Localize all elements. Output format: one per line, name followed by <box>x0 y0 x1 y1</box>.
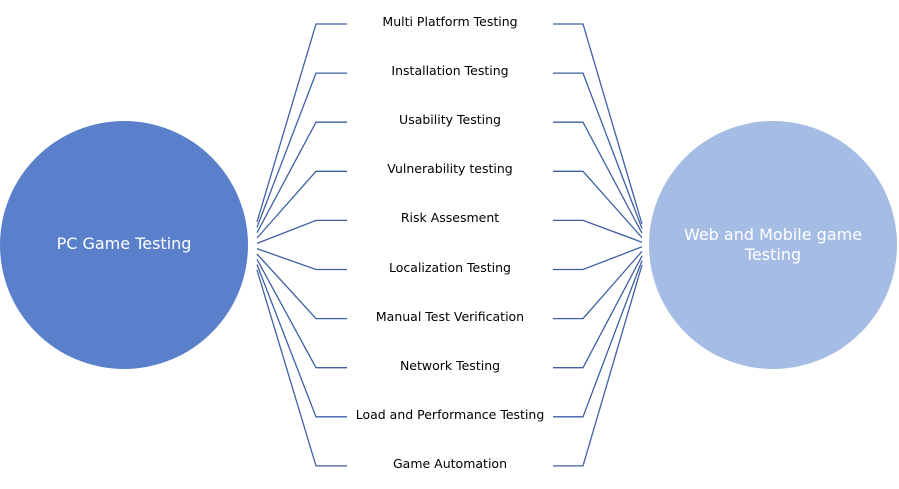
right-connector-line <box>553 219 643 243</box>
right-connector-line <box>553 255 643 369</box>
item-vulnerability-testing: Vulnerability testing <box>387 161 513 177</box>
right-connector-line <box>553 72 643 229</box>
right-connector-line <box>553 264 643 467</box>
item-load-and-performance-testing: Load and Performance Testing <box>355 406 545 422</box>
left-connector-line <box>256 23 347 223</box>
left-connector-line <box>256 248 347 271</box>
web-mobile-label-line-1: Web and Mobile game <box>683 225 863 244</box>
right-connector-line <box>553 121 643 234</box>
item-localization-testing: Localization Testing <box>389 259 511 275</box>
left-connector-line <box>256 269 347 467</box>
web-mobile-game-testing-label: Web and Mobile game Testing <box>650 225 896 265</box>
item-installation-testing: Installation Testing <box>391 63 509 79</box>
right-connector-line <box>553 250 643 320</box>
right-connector-line <box>553 23 643 225</box>
item-risk-assesment: Risk Assesment <box>400 210 500 226</box>
web-mobile-game-testing-node <box>649 121 897 369</box>
left-connector-line <box>256 219 347 244</box>
left-connector-line <box>256 72 347 228</box>
item-network-testing: Network Testing <box>399 357 501 373</box>
web-mobile-label-line-2: Testing <box>744 245 802 264</box>
left-connector-line <box>256 121 347 233</box>
item-manual-test-verification: Manual Test Verification <box>375 308 525 324</box>
right-connector-line <box>553 170 643 239</box>
left-connector-line <box>256 170 347 239</box>
right-connector-line <box>553 246 643 271</box>
pc-game-testing-label: PC Game Testing <box>56 234 192 253</box>
left-connector-line <box>256 264 347 418</box>
left-connector-line <box>256 253 347 320</box>
item-game-automation: Game Automation <box>393 455 507 471</box>
connector-lines <box>256 23 643 467</box>
left-connector-line <box>256 259 347 369</box>
pc-game-testing-node <box>0 121 248 369</box>
item-usability-testing: Usability Testing <box>399 112 501 128</box>
item-multi-platform-testing: Multi Platform Testing <box>382 14 518 29</box>
right-connector-line <box>553 260 643 418</box>
